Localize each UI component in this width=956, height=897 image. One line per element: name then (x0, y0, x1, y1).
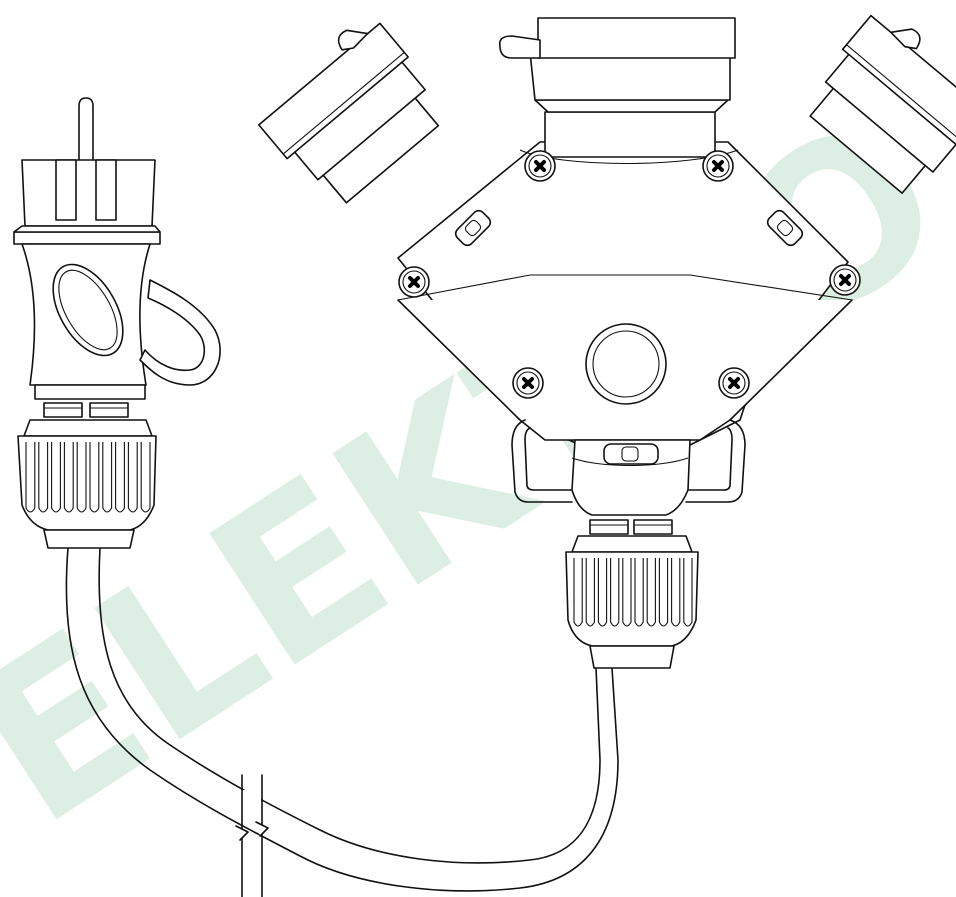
handle-loop-left (511, 419, 573, 503)
splitter-gland-ribs (573, 558, 693, 627)
cable-inner-edge (98, 547, 601, 864)
plug-clip-left (43, 402, 83, 418)
schuko-plug (13, 97, 221, 549)
splitter-clip-right (633, 519, 673, 535)
socket-top (498, 17, 736, 158)
gland-rib (127, 442, 138, 513)
gland-rib (51, 442, 61, 513)
gland-rib (646, 558, 656, 627)
screw (702, 150, 734, 182)
splitter-gland-bottom (589, 645, 675, 669)
screw (512, 367, 544, 399)
socket-left-hinge (337, 29, 369, 51)
plug-head (21, 159, 156, 227)
gland-rib (658, 558, 669, 627)
plug-slot-left (55, 159, 77, 221)
plug-grip-oval (52, 263, 124, 357)
plug-slot-right (95, 159, 117, 221)
gland-rib (573, 558, 583, 627)
gland-rib (671, 558, 681, 627)
socket-top-neck (544, 111, 716, 158)
plug-gland-ribs (25, 442, 151, 513)
gland-rib (102, 442, 113, 513)
latch-left (454, 209, 492, 247)
socket-top-cover-hinge (498, 35, 541, 59)
gland-rib (38, 442, 49, 513)
gland-rib (25, 442, 36, 513)
gland-rib (597, 558, 608, 627)
socket-right-hinge (890, 28, 921, 50)
handle-loop-right-inner (685, 427, 733, 491)
splitter-clip-left (589, 519, 629, 535)
socket-top-cover (537, 17, 736, 59)
plug-pin (78, 97, 94, 161)
screw (398, 266, 430, 298)
handle-loop-left-inner (524, 427, 573, 491)
plug-collar-top (13, 231, 161, 245)
gland-rib (585, 558, 595, 627)
handle-loop-right (685, 419, 746, 503)
plug-gland-top (23, 419, 153, 437)
plug-clip-right (89, 402, 129, 418)
socket-left (258, 22, 440, 204)
plug-grip-oval-inner (58, 269, 118, 351)
center-indicator-inner (592, 330, 660, 398)
splitter-neck (571, 439, 691, 516)
plug-collar-bevel (13, 225, 161, 233)
plug-side-tab (139, 279, 221, 386)
cable (65, 547, 619, 897)
gland-rib (140, 442, 151, 513)
gland-rib (622, 558, 632, 627)
gland-rib (63, 442, 74, 513)
splitter-top-plate-line (397, 274, 853, 301)
plug-lower-collar (34, 384, 146, 400)
plug-gland-bottom (43, 529, 135, 549)
gland-rib (683, 558, 693, 627)
socket-top-ring (529, 51, 731, 101)
cable-break-mark (235, 774, 269, 897)
gland-rib (115, 442, 125, 513)
cable-outer-edge (65, 547, 619, 892)
socket-left-cover (258, 22, 409, 160)
gland-rib (89, 442, 100, 513)
screw (718, 367, 750, 399)
latch-right (766, 209, 804, 247)
screw (524, 150, 556, 182)
gland-rib (610, 558, 620, 627)
socket-right (809, 14, 956, 194)
center-indicator-ring (585, 323, 667, 405)
splitter-gland-top (571, 535, 693, 553)
gland-rib (634, 558, 644, 627)
screws (398, 150, 861, 399)
screw (829, 264, 861, 296)
socket-right-cover (841, 14, 956, 152)
three-way-socket-splitter (258, 14, 956, 669)
gland-rib (76, 442, 87, 513)
latch-bottom (603, 443, 659, 465)
